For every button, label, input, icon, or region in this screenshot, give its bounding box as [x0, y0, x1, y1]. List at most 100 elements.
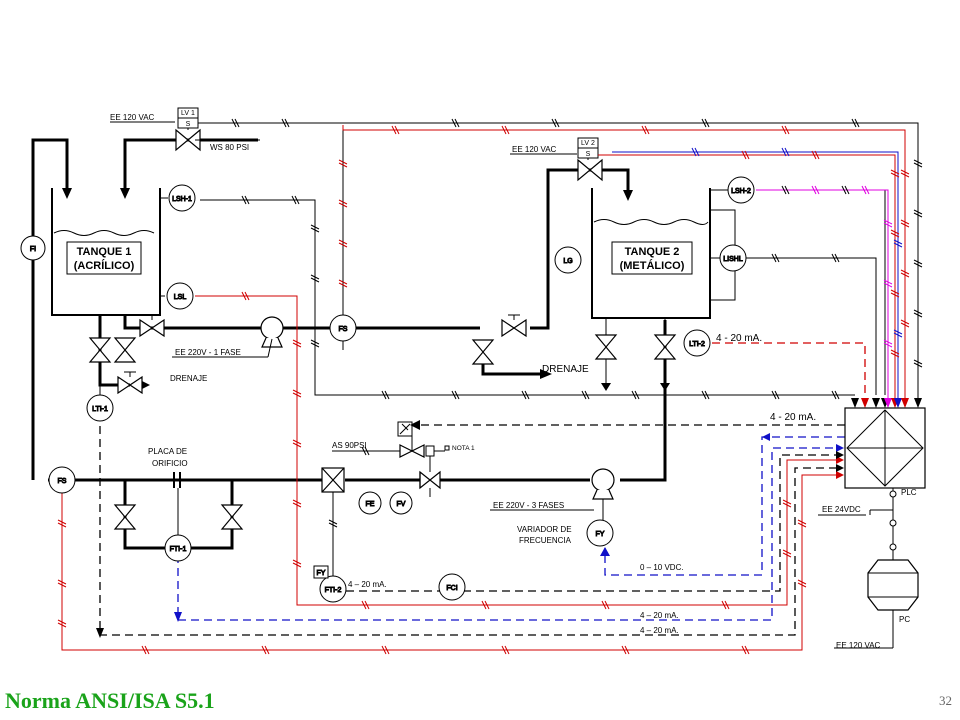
ee120-pc-label: EE 120 VAC	[836, 641, 881, 650]
line-blue	[612, 151, 899, 398]
ee24-label: EE 24VDC	[822, 505, 861, 514]
svg-text:FS: FS	[339, 326, 348, 333]
pump-2[interactable]	[591, 468, 615, 500]
instrument-lti-2[interactable]: LTI-2	[683, 329, 711, 357]
lv1-solenoid: S	[186, 121, 191, 128]
footer-title: Norma ANSI/ISA S5.1	[5, 688, 215, 713]
svg-text:LG: LG	[563, 258, 572, 265]
instrument-lg[interactable]: LG	[554, 246, 582, 274]
dashed-signals	[99, 342, 866, 636]
valve-icon[interactable]	[220, 504, 244, 530]
valve-icon[interactable]	[653, 334, 677, 360]
tank-1-material: (ACRÍLICO)	[74, 259, 135, 272]
svg-text:LSH-1: LSH-1	[172, 196, 192, 203]
flow-arrows	[62, 188, 633, 379]
instrument-fti-2[interactable]: FTI-2	[319, 575, 347, 603]
valve-icon[interactable]	[175, 128, 201, 152]
svg-text:FTI-2: FTI-2	[325, 587, 342, 594]
signal-hash-marks	[57, 118, 923, 655]
drenaje-label-1: DRENAJE	[170, 374, 207, 383]
instrument-lishl[interactable]: LISHL	[719, 244, 747, 272]
valve-icon[interactable]	[577, 158, 603, 182]
tank-1-name: TANQUE 1	[77, 246, 132, 258]
ee120-label-2: EE 120 VAC	[512, 145, 557, 154]
svg-text:LISHL: LISHL	[723, 256, 743, 263]
instrument-bubbles: FI LSH-1 LSL LTI-1 FS FS FTI-1 LG LSH-2 …	[20, 176, 755, 603]
tank-1: TANQUE 1 (ACRÍLICO)	[51, 188, 161, 316]
instrument-lsh-1[interactable]: LSH-1	[168, 184, 196, 212]
signal-label-plc-out: 4 - 20 mA.	[770, 412, 816, 423]
as90-label: AS 90PSI	[332, 441, 367, 450]
plc-unit[interactable]: PLC	[844, 407, 926, 497]
actuator-positioner[interactable]	[397, 421, 435, 457]
plc-pc-link	[869, 488, 897, 560]
svg-text:LSH-2: LSH-2	[731, 188, 751, 195]
pc-unit[interactable]: PC	[834, 559, 919, 649]
svg-text:FI: FI	[30, 246, 36, 253]
lv2-solenoid: S	[586, 151, 591, 158]
placa-label-2: ORIFICIO	[152, 459, 188, 468]
valves	[88, 128, 677, 530]
instrument-fs-top[interactable]: FS	[329, 314, 357, 342]
signal-arrowheads	[96, 420, 844, 638]
ws80-label: WS 80 PSI	[210, 143, 249, 152]
svg-text:FTI-1: FTI-1	[170, 546, 187, 553]
solenoid-lv2[interactable]: LV 2 S	[577, 137, 599, 160]
svg-text:FCI: FCI	[446, 585, 457, 592]
valve-stems	[124, 314, 666, 505]
orifice-plate	[173, 472, 181, 488]
instrument-fy-box[interactable]: FY	[313, 565, 329, 579]
pump-icon	[260, 316, 284, 340]
svg-text:FE: FE	[366, 501, 375, 508]
instrument-fv[interactable]: FV	[389, 491, 413, 515]
drain-arrows	[142, 381, 670, 391]
valve-icon[interactable]	[113, 337, 137, 363]
lv2-label: LV 2	[581, 140, 595, 147]
instrument-fi[interactable]: FI	[20, 235, 46, 261]
signal-label-lti1: 4 – 20 mA.	[640, 626, 679, 635]
flow-element-fe	[321, 467, 345, 493]
svg-text:FY: FY	[317, 570, 326, 577]
instrument-fs-bottom[interactable]: FS	[48, 466, 76, 494]
valve-icon[interactable]	[471, 339, 495, 365]
control-valve-fv-icon[interactable]	[419, 470, 441, 490]
signal-label-lti2: 4 - 20 mA.	[716, 333, 762, 344]
plc-input-arrows	[851, 398, 922, 408]
instrument-lti-1[interactable]: LTI-1	[86, 394, 114, 422]
ee220-3f-label: EE 220V - 3 FASES	[493, 501, 564, 510]
line-magenta	[756, 189, 889, 398]
valve-icon[interactable]	[594, 334, 618, 360]
valve-icon[interactable]	[117, 375, 143, 395]
nota1-label: NOTA 1	[452, 445, 475, 452]
valve-icon[interactable]	[139, 318, 165, 338]
instrument-fy-vfd[interactable]: FY	[586, 519, 614, 547]
svg-text:FV: FV	[397, 501, 406, 508]
variador-label-1: VARIADOR DE	[517, 525, 572, 534]
valve-icon[interactable]	[88, 337, 112, 363]
labels: EE 120 VAC WS 80 PSI EE 120 VAC EE 220V …	[110, 113, 881, 650]
instrument-fti-1[interactable]: FTI-1	[164, 534, 192, 562]
tank-2-material: (METÁLICO)	[620, 259, 685, 272]
plc-label: PLC	[901, 488, 917, 497]
signal-annotations: 4 - 20 mA. 4 - 20 mA. 4 – 20 mA. 0 – 10 …	[348, 333, 816, 635]
pc-label: PC	[899, 615, 910, 624]
instrument-fci[interactable]: FCI	[438, 573, 466, 601]
instrument-lsh-2[interactable]: LSH-2	[727, 176, 755, 204]
svg-text:LTI-1: LTI-1	[92, 406, 108, 413]
svg-text:LTI-2: LTI-2	[689, 341, 705, 348]
variador-label-2: FRECUENCIA	[519, 536, 572, 545]
solenoid-lv1[interactable]: LV 1 S	[177, 107, 199, 130]
svg-text:FS: FS	[58, 478, 67, 485]
valve-icon[interactable]	[113, 504, 137, 530]
drenaje-label-2: DRENAJE	[542, 364, 589, 375]
ee220-1f-label: EE 220V - 1 FASE	[175, 348, 241, 357]
valve-icon[interactable]	[501, 318, 527, 338]
instrument-fe[interactable]: FE	[358, 491, 382, 515]
signal-label-fti1: 4 – 20 mA.	[640, 611, 679, 620]
pump-icon	[591, 468, 615, 492]
instrument-lsl[interactable]: LSL	[166, 282, 194, 310]
pump-1[interactable]	[260, 316, 284, 348]
svg-text:FY: FY	[596, 531, 605, 538]
signal-label-fti2: 4 – 20 mA.	[348, 580, 387, 589]
